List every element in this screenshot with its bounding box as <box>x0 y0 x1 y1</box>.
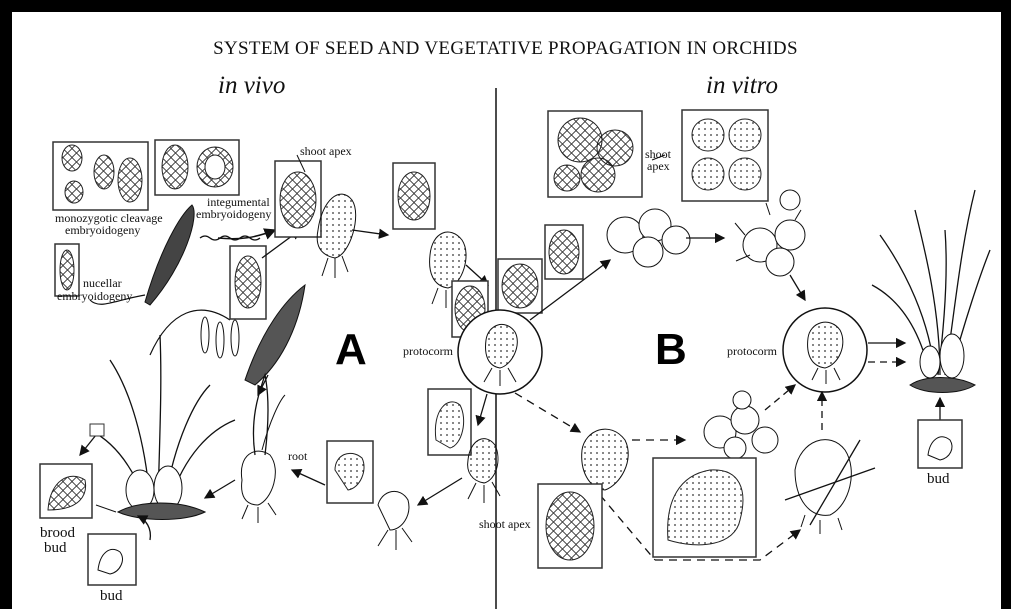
label-monozygotic-2: embryoidogeny <box>65 224 140 236</box>
label-nucellar-2: embryoidogeny <box>57 290 132 302</box>
label-bud-left: bud <box>100 588 123 604</box>
label-protocorm-right: protocorm <box>727 345 777 357</box>
label-integumental-2: embryoidogeny <box>196 208 271 220</box>
plant-left <box>90 335 235 520</box>
integumental-box <box>155 140 239 195</box>
label-bud-right: bud <box>927 471 950 487</box>
panel-label-a: A <box>335 325 367 375</box>
label-brood-2: bud <box>44 540 67 556</box>
label-brood-1: brood <box>40 525 75 541</box>
monozygotic-box <box>53 142 148 210</box>
panel-label-b: B <box>655 325 687 375</box>
label-protocorm-left: protocorm <box>403 345 453 357</box>
label-root: root <box>288 450 307 462</box>
bud-box-right <box>918 420 962 468</box>
label-nucellar-1: nucellar <box>83 277 122 289</box>
plant-right <box>872 190 990 393</box>
bud-box-left <box>88 534 136 585</box>
label-shoot-apex-bottom: shoot apex <box>479 518 531 530</box>
label-shoot-apex-vitro-2: apex <box>647 160 670 172</box>
label-shoot-apex-top: shoot apex <box>300 145 352 157</box>
